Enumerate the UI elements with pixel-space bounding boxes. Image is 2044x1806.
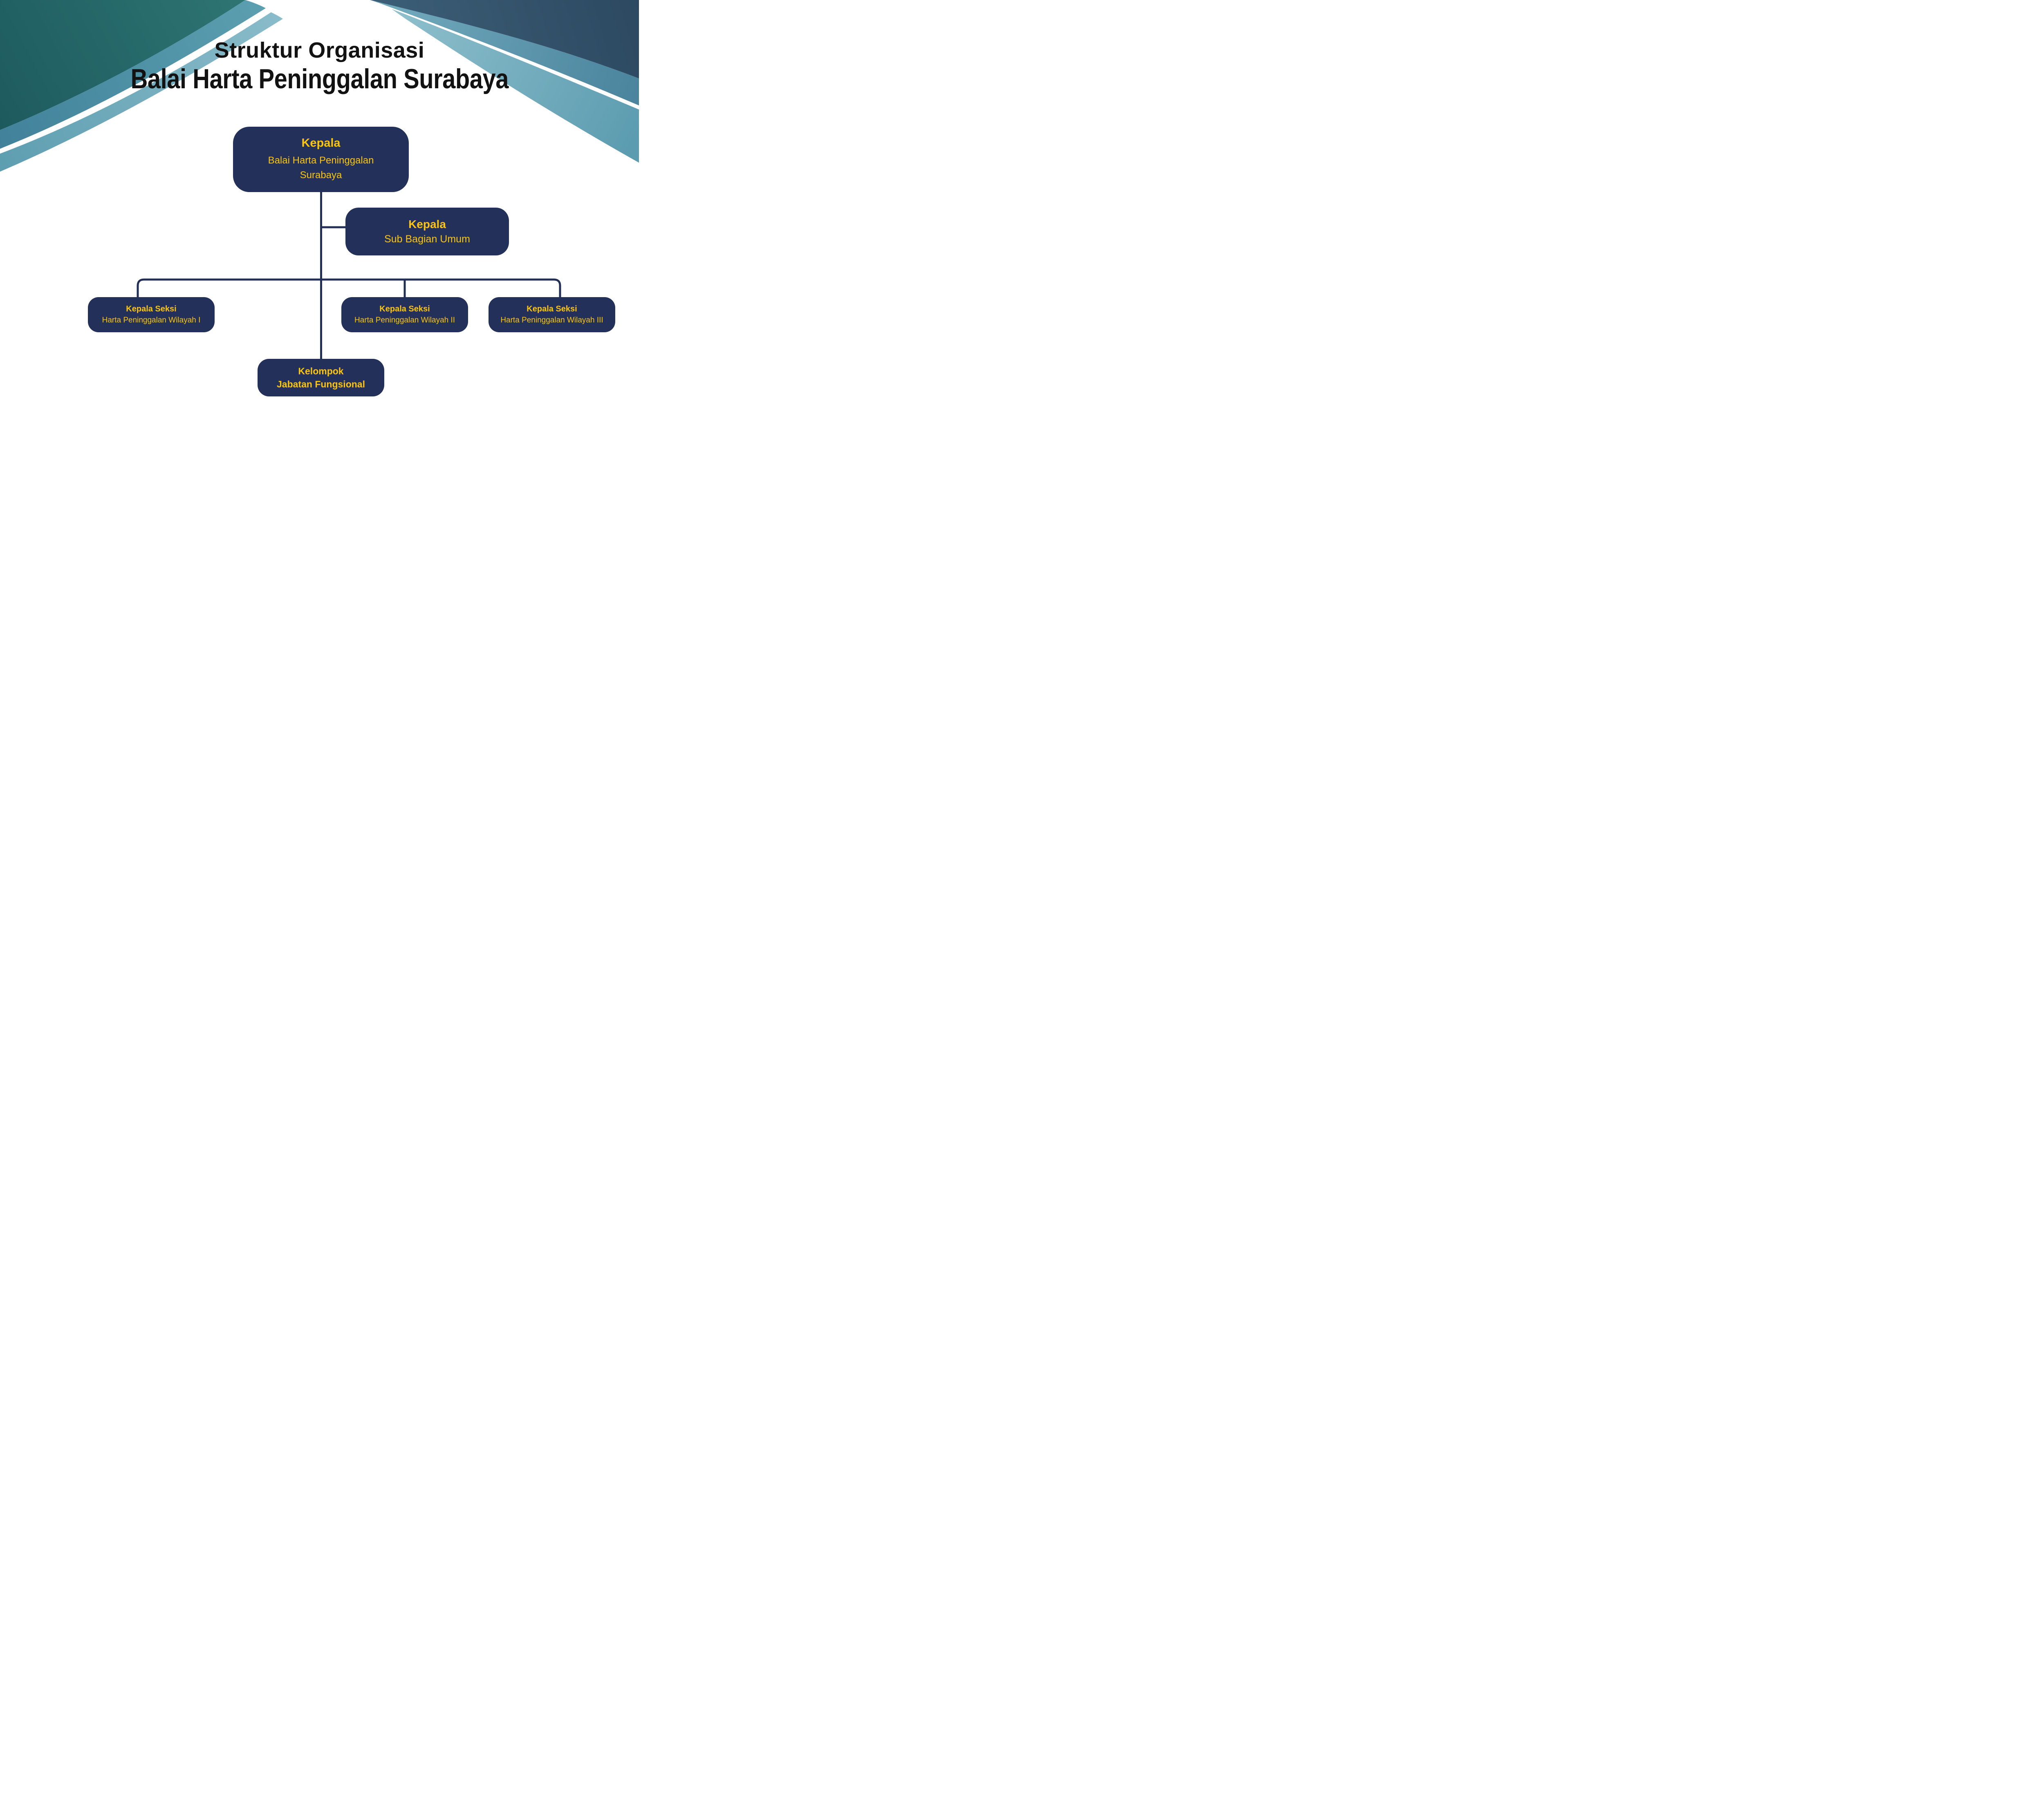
org-node-sub-bagian-umum: Kepala Sub Bagian Umum: [345, 208, 509, 255]
org-node-wilayah-1-subtitle: Harta Peninggalan Wilayah I: [102, 316, 201, 324]
poster-canvas: Struktur Organisasi Balai Harta Peningga…: [0, 0, 639, 452]
org-node-wilayah-1-title: Kepala Seksi: [126, 304, 177, 313]
page-title-line2-text: Balai Harta Peninggalan Surabaya: [130, 63, 509, 94]
org-node-wilayah-1: Kepala Seksi Harta Peninggalan Wilayah I: [88, 297, 215, 332]
corner-right-dark-shape: [370, 0, 639, 78]
org-node-kepala-balai: Kepala Balai Harta Peninggalan Surabaya: [233, 127, 409, 192]
corner-left-ribbon-light: [0, 12, 283, 172]
org-node-kelompok-subtitle: Jabatan Fungsional: [277, 378, 365, 389]
org-node-kelompok-title: Kelompok: [298, 365, 344, 376]
org-node-wilayah-3: Kepala Seksi Harta Peninggalan Wilayah I…: [489, 297, 615, 332]
org-node-sub-bagian-umum-subtitle: Sub Bagian Umum: [384, 233, 470, 245]
corner-left-ribbon-mid: [0, 0, 266, 149]
org-node-kelompok-jabatan-fungsional: Kelompok Jabatan Fungsional: [258, 359, 384, 396]
org-node-wilayah-2-title: Kepala Seksi: [379, 304, 430, 313]
org-node-wilayah-2: Kepala Seksi Harta Peninggalan Wilayah I…: [341, 297, 468, 332]
connector-lines: [137, 191, 561, 360]
org-node-wilayah-3-title: Kepala Seksi: [527, 304, 577, 313]
org-node-wilayah-3-subtitle: Harta Peninggalan Wilayah III: [500, 316, 603, 324]
page-title-line1: Struktur Organisasi: [214, 38, 425, 63]
connector-distribution-rail: [137, 278, 561, 298]
page-title-line2: Balai Harta Peninggalan Surabaya: [0, 64, 639, 94]
corner-right-ribbon-light: [392, 9, 639, 163]
corner-decorations: [0, 0, 639, 172]
org-node-wilayah-2-subtitle: Harta Peninggalan Wilayah II: [354, 316, 455, 324]
org-node-sub-bagian-umum-title: Kepala: [408, 218, 446, 231]
org-node-kepala-balai-title: Kepala: [301, 136, 341, 150]
corner-left-dark-shape: [0, 0, 245, 130]
org-node-kepala-balai-subtitle: Balai Harta Peninggalan Surabaya: [268, 154, 374, 181]
